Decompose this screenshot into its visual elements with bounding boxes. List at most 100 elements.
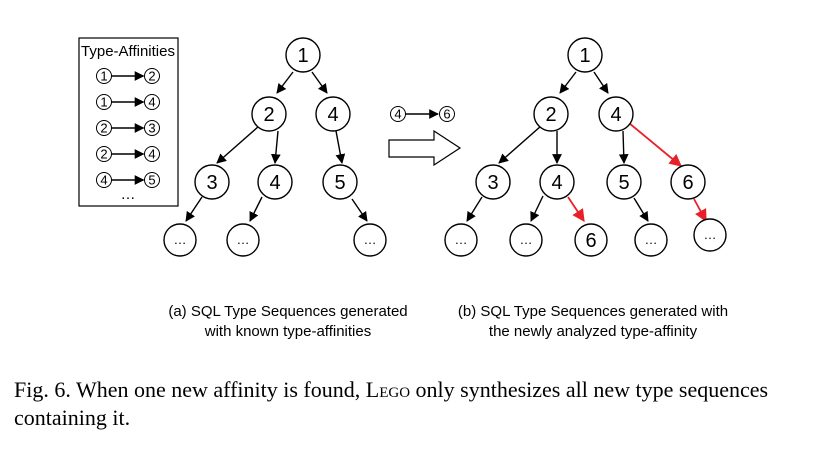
tree-b-node-3: [475, 164, 511, 200]
edge-b4b-b6b: [567, 196, 585, 223]
tree-a-nodes: [163, 37, 387, 257]
new-affinity-to: 6: [443, 107, 450, 122]
subcaption-b: (b) SQL Type Sequences generated with th…: [458, 303, 728, 340]
edge-a2-a3: [216, 125, 260, 164]
tree-b-node-6b: [574, 223, 608, 257]
subcaption-b-line1: (b) SQL Type Sequences generated with: [458, 303, 728, 320]
legend-more: …: [121, 186, 136, 203]
edge-a4b-ad2: [249, 196, 263, 222]
legend-from-label: 1: [100, 69, 107, 84]
tree-a-label-dots-3: …: [364, 232, 377, 247]
legend-to-label: 4: [148, 147, 155, 162]
edge-b5-bd3: [633, 197, 649, 222]
tree-a-node-dots-1: [163, 223, 197, 257]
edge-b1-b4: [593, 71, 609, 94]
tree-b-node-5: [606, 164, 642, 200]
legend-to-circle: [144, 146, 160, 162]
legend-to-label: 5: [148, 173, 155, 188]
tree-b-node-4: [598, 96, 634, 132]
edge-b4-b5: [618, 130, 629, 164]
tree-b-label-4b: 4: [551, 172, 562, 194]
edge-b3-bd1: [466, 196, 483, 222]
tree-a-label-4: 4: [327, 104, 338, 126]
tree-a-label-5: 5: [334, 172, 345, 194]
figure-caption: Fig. 6. When one new affinity is found, …: [14, 376, 814, 432]
tree-b-nodes: [444, 37, 727, 257]
tree-a-node-dots-3: [353, 223, 387, 257]
tree-b-label-3: 3: [487, 172, 498, 194]
transition-arrow: [388, 129, 462, 167]
tree-b-node-dots-4: [693, 218, 727, 252]
tree-b-node-dots-2: [509, 223, 543, 257]
caption-system-name: Lego: [365, 377, 411, 402]
new-affinity: 4 6: [390, 106, 455, 122]
legend-to-label: 2: [148, 69, 155, 84]
edge-a1-a4: [311, 71, 328, 94]
subcaption-a-line2: with known type-affinities: [204, 323, 371, 340]
tree-b-label-dots-2: …: [520, 232, 533, 247]
edge-b2-b3: [498, 125, 542, 164]
legend-from-label: 4: [100, 173, 107, 188]
tree-a-node-4: [315, 96, 351, 132]
edge-b1-b2: [559, 71, 577, 94]
tree-b-label-2: 2: [545, 104, 556, 126]
edge-a4-a5: [335, 130, 346, 164]
subcaption-a-line1: (a) SQL Type Sequences generated: [168, 303, 407, 320]
new-affinity-from: 4: [394, 107, 401, 122]
tree-a-label-1: 1: [297, 45, 308, 67]
tree-b-node-dots-1: [444, 223, 478, 257]
tree-b-label-6b: 6: [585, 230, 596, 252]
tree-b-new-edges: [567, 122, 707, 223]
tree-a-node-2: [251, 96, 287, 132]
tree-a-label-dots-2: …: [237, 232, 250, 247]
tree-b-label-dots-3: …: [645, 232, 658, 247]
edge-a5-ad3: [351, 198, 368, 222]
tree-b-label-dots-4: …: [704, 227, 717, 242]
legend-to-circle: [144, 172, 160, 188]
tree-b-node-2: [533, 96, 569, 132]
legend-to-circle: [144, 94, 160, 110]
legend-from-label: 1: [100, 95, 107, 110]
tree-a-node-5: [322, 164, 358, 200]
tree-a-node-4b: [257, 164, 293, 200]
tree-b-labels: 1 2 4 3 4 5 6 … … 6 … …: [455, 45, 717, 252]
legend-title: Type-Affinities: [81, 43, 175, 60]
tree-a-label-3: 3: [206, 172, 217, 194]
edge-b4-b6: [628, 122, 682, 167]
tree-b-node-1: [567, 37, 603, 73]
tree-a-labels: 1 2 4 3 4 5 … … …: [174, 45, 377, 247]
caption-prefix: Fig. 6. When one new affinity is found,: [14, 377, 366, 402]
caption-suffix: only synthesizes all new type sequences …: [14, 377, 769, 430]
tree-a-node-dots-2: [226, 223, 260, 257]
tree-b-label-1: 1: [579, 45, 590, 67]
legend-from-label: 2: [100, 147, 107, 162]
edge-b6-bd4: [693, 198, 707, 223]
tree-b-label-dots-1: …: [455, 232, 468, 247]
legend-from-label: 2: [100, 121, 107, 136]
tree-b-label-4: 4: [610, 104, 621, 126]
tree-a-label-4b: 4: [269, 172, 280, 194]
tree-b-node-4b: [539, 164, 575, 200]
legend-to-label: 3: [148, 121, 155, 136]
tree-b-node-6: [670, 164, 706, 200]
tree-a-label-2: 2: [263, 104, 274, 126]
tree-b-label-5: 5: [618, 172, 629, 194]
subcaption-b-line2: the newly analyzed type-affinity: [489, 323, 698, 340]
edge-a1-a2: [276, 71, 294, 94]
tree-a-node-1: [285, 37, 321, 73]
tree-b-label-6: 6: [682, 172, 693, 194]
edge-a2-a4b: [270, 130, 281, 164]
edge-b4b-bd2: [530, 195, 544, 222]
tree-a-label-dots-1: …: [174, 232, 187, 247]
legend-to-circle: [144, 68, 160, 84]
subcaption-a: (a) SQL Type Sequences generated with kn…: [168, 303, 407, 340]
edge-a3-ad1: [185, 196, 203, 222]
tree-b-edges: [466, 71, 649, 222]
